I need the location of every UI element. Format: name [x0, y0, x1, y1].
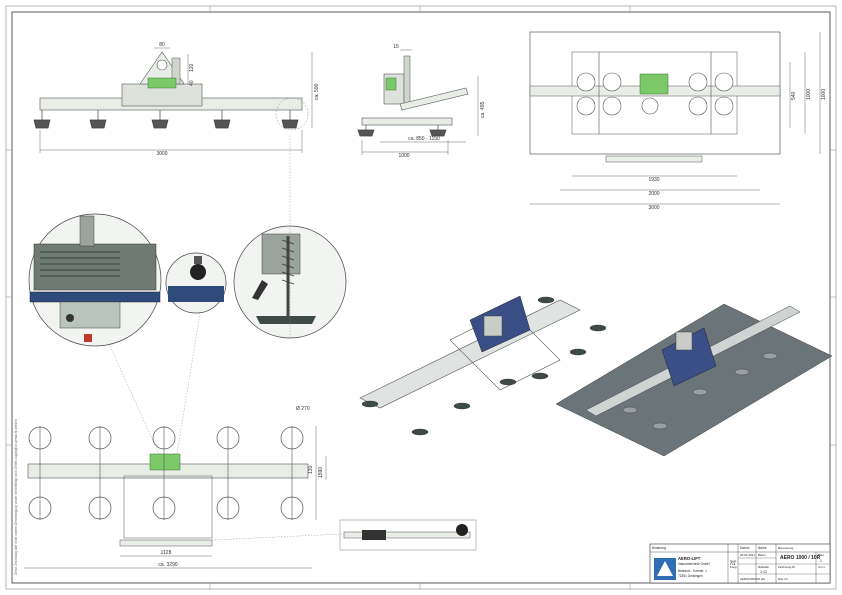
detail-latch [252, 280, 268, 300]
lifting-eye [156, 59, 168, 71]
isometric-view-loaded [555, 303, 833, 457]
detail-control-box [33, 243, 157, 291]
title-block: Änderung Datum Name 20.01.2021 Baum Gepr… [649, 543, 831, 584]
tb-date-value: 20.01.2021 [740, 553, 755, 557]
dim-bottom-h2: 1590 [318, 467, 324, 478]
front-view: 3000 80 120 40 ca. 590 [33, 42, 320, 157]
copyright-note: Diese Zeichnung darf ohne unsere Genehmi… [14, 419, 18, 575]
dim-bottom-w2: ca. 3290 [158, 562, 177, 568]
handle-detail-bar [343, 531, 471, 539]
isometric-view-unloaded [359, 295, 607, 436]
tb-file-value: AERO1000/10R.idw [740, 577, 766, 581]
tb-sheet-label: Blatt [818, 553, 824, 557]
tb-drawing-no-label: Zeichnung-Nr. [778, 565, 796, 569]
outer-frame [5, 5, 837, 590]
detail-gauge-dial [190, 264, 206, 280]
bottom-cross-bars [39, 426, 293, 520]
dim-side-range: ca. 850 - 1150 [408, 136, 440, 142]
side-handle-arm [399, 87, 469, 111]
front-green-unit [147, 77, 177, 89]
detail-suction-pad [256, 316, 316, 324]
dim-side-length: 1000 [398, 153, 409, 159]
tb-address-2: 72351 Geislingen [678, 574, 703, 578]
dim-front-lug-h1: 120 [189, 63, 195, 72]
side-beam [361, 117, 453, 126]
top-handle-bar [605, 155, 703, 163]
side-view: 1000 ca. 850 - 1150 ca. 495 15 [357, 44, 486, 159]
dim-top-w1: 1930 [648, 177, 659, 183]
dim-front-lug-width: 80 [159, 42, 165, 48]
tb-designation-value: AERO 1000 / 10R [780, 555, 821, 561]
tb-change-label: Änderung [652, 546, 666, 550]
dim-bottom-w1: 1128 [161, 550, 172, 556]
bottom-green-unit [149, 453, 181, 471]
tb-name-label: Name [758, 546, 767, 550]
dim-front-height: ca. 590 [314, 83, 320, 100]
tb-format-value: A1 [730, 561, 736, 566]
top-green-unit [639, 73, 669, 95]
front-detail-circle [275, 97, 309, 131]
detail-views [28, 134, 347, 461]
detail-gauge-stem [194, 256, 202, 264]
dim-bottom-diameter: Ø 270 [296, 406, 310, 412]
dim-top-h3: 1000 [821, 89, 827, 100]
dim-top-h1: 540 [791, 91, 797, 100]
side-mast [403, 55, 411, 107]
top-cross-bars [598, 52, 712, 134]
tb-sheet-of: von 1 [818, 565, 825, 569]
dim-front-length: 3000 [156, 151, 167, 157]
tb-scale-value: 1:12 [760, 570, 767, 574]
bottom-frame [123, 475, 213, 539]
dim-top-h2: 1000 [806, 89, 812, 100]
dim-front-lug-h2: 40 [189, 80, 195, 86]
handle-detail-frame [339, 519, 477, 551]
detail-red-marker [84, 334, 92, 342]
tb-scale-label: Maßstab [758, 565, 769, 569]
tb-name-value: Baum [758, 553, 766, 557]
dim-top-w3: 3000 [648, 205, 659, 211]
logo-mark [657, 561, 673, 576]
dim-bottom-h1: 130 [308, 465, 314, 474]
tb-address-1: Betzdorf - Turmstr. 1 [678, 569, 707, 573]
tb-designation-label: Benennung [778, 546, 794, 550]
tb-company-sub: Vakuumtechnik GmbH [678, 562, 710, 566]
side-suction-feet [357, 125, 447, 137]
tb-checked-label: Gepr. [730, 559, 737, 563]
iso-glass-plate [555, 303, 833, 457]
tb-doc-no-label: Dok.-Nr. [778, 577, 788, 581]
bottom-view: 1128 ca. 3290 Ø 270 130 1590 [24, 406, 477, 569]
tb-company-name: AERO-LIFT [678, 556, 701, 561]
tb-sheet-value: 1 [820, 559, 822, 563]
handle-detail-grip [362, 530, 386, 540]
dim-side-height: ca. 495 [480, 101, 486, 118]
side-green-unit [385, 77, 397, 91]
zone-ticks [6, 6, 836, 589]
detail-gauge-frame [168, 286, 224, 302]
top-suction-pads [576, 72, 734, 116]
dim-top-w2: 2000 [648, 191, 659, 197]
detail-pipe [79, 215, 95, 247]
handle-detail-knob [456, 524, 468, 536]
detail-knob [66, 314, 74, 322]
dim-side-top: 15 [393, 44, 399, 50]
front-suction-feet [33, 110, 299, 129]
tb-date-label: Datum [740, 546, 750, 550]
bottom-handle-bar [119, 539, 213, 547]
inner-frame [11, 11, 831, 584]
tb-approved-label: Freig. [730, 565, 737, 569]
detail-blue-frame [29, 291, 161, 303]
detail-foot-bracket [261, 233, 301, 275]
top-view: 1930 2000 3000 540 1000 1000 [529, 31, 827, 211]
